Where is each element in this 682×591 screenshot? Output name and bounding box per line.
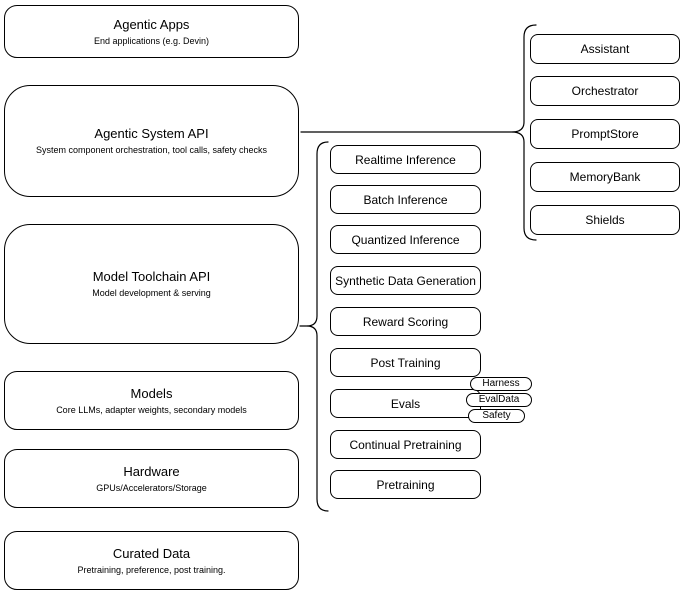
node-label: Orchestrator (571, 84, 639, 98)
node-subtitle: Model development & serving (92, 288, 211, 298)
tag-harness: Harness (470, 377, 532, 391)
node-label: Realtime Inference (355, 152, 456, 167)
tag-evaldata: EvalData (466, 393, 532, 407)
node-title: Agentic Apps (113, 16, 190, 32)
node-synthetic-data-generation: Synthetic Data Generation (330, 266, 481, 295)
node-evals: Evals (330, 389, 481, 418)
node-label: Assistant (580, 42, 630, 56)
node-subtitle: End applications (e.g. Devin) (93, 35, 210, 46)
tag-label: Harness (482, 378, 520, 389)
node-label: Synthetic Data Generation (335, 273, 476, 288)
node-agentic-apps: Agentic Apps End applications (e.g. Devi… (4, 5, 299, 58)
node-models: Models Core LLMs, adapter weights, secon… (4, 371, 299, 430)
node-title: Curated Data (112, 545, 191, 561)
node-label: Post Training (370, 355, 441, 370)
node-title: Models (130, 385, 173, 401)
node-subtitle: GPUs/Accelerators/Storage (96, 482, 207, 493)
node-label: Reward Scoring (362, 314, 449, 329)
node-subtitle: System component orchestration, tool cal… (35, 145, 268, 155)
node-model-toolchain-api: Model Toolchain API Model development & … (4, 224, 299, 344)
node-realtime-inference: Realtime Inference (330, 145, 481, 174)
node-label: PromptStore (571, 127, 639, 141)
node-label: Pretraining (376, 477, 435, 492)
node-subtitle: Core LLMs, adapter weights, secondary mo… (56, 404, 247, 415)
node-promptstore: PromptStore (530, 119, 680, 149)
tag-safety: Safety (468, 409, 525, 423)
tag-label: Safety (482, 410, 511, 421)
node-label: MemoryBank (569, 170, 641, 184)
node-hardware: Hardware GPUs/Accelerators/Storage (4, 449, 299, 508)
node-memorybank: MemoryBank (530, 162, 680, 192)
node-subtitle: Pretraining, preference, post training. (77, 564, 226, 575)
tag-label: EvalData (478, 394, 520, 405)
node-quantized-inference: Quantized Inference (330, 225, 481, 254)
node-title: Agentic System API (94, 126, 209, 141)
node-curated-data: Curated Data Pretraining, preference, po… (4, 531, 299, 590)
node-shields: Shields (530, 205, 680, 235)
node-continual-pretraining: Continual Pretraining (330, 430, 481, 459)
node-assistant: Assistant (530, 34, 680, 64)
node-label: Evals (390, 396, 421, 411)
node-label: Batch Inference (363, 192, 448, 207)
node-orchestrator: Orchestrator (530, 76, 680, 106)
node-agentic-system-api: Agentic System API System component orch… (4, 85, 299, 197)
node-label: Quantized Inference (351, 232, 460, 247)
brace-toolchain (306, 141, 329, 512)
node-title: Model Toolchain API (92, 269, 211, 284)
node-batch-inference: Batch Inference (330, 185, 481, 214)
node-reward-scoring: Reward Scoring (330, 307, 481, 336)
node-title: Hardware (123, 463, 180, 479)
node-pretraining: Pretraining (330, 470, 481, 499)
node-label: Continual Pretraining (349, 437, 462, 452)
node-label: Shields (585, 213, 625, 227)
node-post-training: Post Training (330, 348, 481, 377)
